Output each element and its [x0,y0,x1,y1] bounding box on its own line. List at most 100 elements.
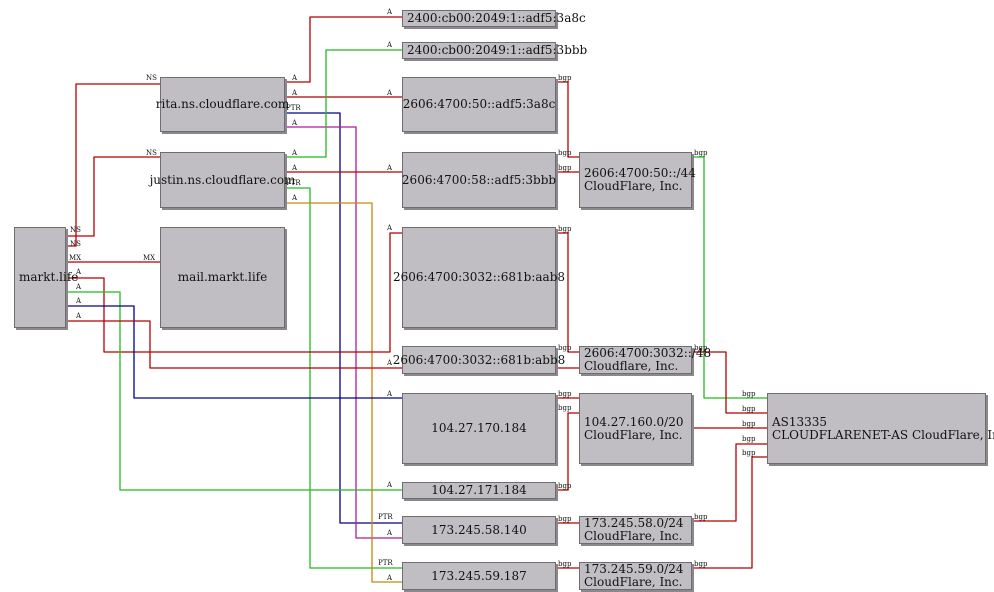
edge-bgp-170-net-label-0: bgp [558,390,572,398]
node-label: 173.245.59.187 [431,568,527,583]
edge-bgp-net58-asn [692,443,767,522]
edge-justin-a-3bbb-top [285,49,402,158]
edge-bgp-net50-asn [692,156,767,399]
edge-justin-ptr [285,187,402,569]
edge-rita-ptr-label-1: PTR [378,513,393,521]
edge-justin-a-3bbb-top-label-0: A [291,149,298,157]
edge-bgp-net59-asn [692,456,767,569]
edge-bgp-50-net-label-1: bgp [558,149,572,157]
asn-number: AS13335 [772,414,828,429]
edge-justin-ptr-label-0: PTR [286,179,301,187]
edge-justin-a-2606-58-label-0: A [291,164,298,172]
edge-bgp-net50-asn-label-0: bgp [694,149,708,157]
node-markt-life[interactable]: markt.life [14,227,78,328]
edge-rita-ptr [285,112,402,524]
edge-markt-a-170-label-1: A [386,390,393,398]
node-ipv6-2606-50[interactable]: 2606:4700:50::adf5:3a8c [402,77,556,132]
node-ipv4-104-171[interactable]: 104.27.171.184 [402,482,556,499]
net-owner: CloudFlare, Inc. [584,575,683,589]
node-label: markt.life [19,270,79,284]
edge-justin-a-2606-58-label-1: A [386,164,393,172]
node-mail[interactable]: mail.markt.life [160,227,285,328]
edge-bgp-58-net-label-0: bgp [558,164,572,172]
edge-justin-a-173-59-label-0: A [291,194,298,202]
net-prefix: 2606:4700:3032::/48 [584,346,712,360]
node-label: 173.245.58.140 [431,522,527,537]
net-prefix: 2606:4700:50::/44 [584,166,696,180]
edge-bgp-50-net-label-0: bgp [558,74,572,82]
node-label: 2400:cb00:2049:1::adf5:3bbb [407,43,588,57]
edge-markt-a-abb8-label-1: A [386,359,393,367]
edge-bgp-171-net [556,412,579,491]
edge-bgp-net104-asn-label-0: bgp [742,420,756,428]
edge-bgp-170-net-label-1: bgp [558,404,572,412]
node-label: 2606:4700:58::adf5:3bbb [401,172,557,187]
net-prefix: 104.27.160.0/20 [584,414,684,429]
edge-rita-a-3a8c-top-label-0: A [291,74,298,82]
edge-ns-rita-label-1: NS [146,74,157,82]
asn-owner: CLOUDFLARENET-AS CloudFlare, Inc. [772,427,994,442]
edge-markt-a-aab8-label-0: A [75,268,82,276]
edge-bgp-net59-asn-label-0: bgp [694,560,708,568]
node-label: 2606:4700:50::adf5:3a8c [402,97,556,111]
node-label: mail.markt.life [177,270,268,284]
edge-markt-a-171-label-1: A [386,481,393,489]
edge-ns-rita-label-0: NS [70,226,81,234]
node-ipv4-173-59[interactable]: 173.245.59.187 [402,562,556,590]
node-label: 104.27.170.184 [431,421,527,435]
edge-markt-a-170-label-0: A [75,297,82,305]
node-ipv6-2400-3a8c[interactable]: 2400:cb00:2049:1::adf5:3a8c [402,10,586,27]
net-owner: Cloudflare, Inc. [584,359,679,373]
edge-rita-a-173-58 [285,126,402,539]
edge-markt-a-aab8-label-1: A [386,224,393,232]
edge-bgp-net3032-asn-label-0: bgp [694,344,708,352]
node-label: 2606:4700:3032::681b:aab8 [392,270,566,284]
node-label: 2400:cb00:2049:1::adf5:3a8c [407,11,586,25]
node-ipv6-2606-58[interactable]: 2606:4700:58::adf5:3bbb [402,152,556,208]
node-rita-ns[interactable]: rita.ns.cloudflare.com [156,77,289,132]
edge-mx-mail-label-0: MX [69,254,81,262]
node-ipv6-2400-3bbb[interactable]: 2400:cb00:2049:1::adf5:3bbb [402,42,587,59]
node-ipv6-3032-aab8[interactable]: 2606:4700:3032::681b:aab8 [393,227,565,328]
edge-bgp-173-58-net-label-0: bgp [558,515,572,523]
net-owner: CloudFlare, Inc. [584,179,683,193]
edge-bgp-aab8-net-label-1: bgp [558,344,572,352]
edge-bgp-aab8-net-label-0: bgp [558,225,572,233]
edge-rita-a-2606-50-label-0: A [291,89,298,97]
net-prefix: 173.245.59.0/24 [584,562,684,576]
edge-ns-justin-label-0: NS [70,240,81,248]
edge-bgp-net59-asn-label-1: bgp [742,449,756,457]
edge-bgp-net58-asn-label-1: bgp [742,435,756,443]
edge-markt-a-171 [66,291,402,491]
edge-bgp-net3032-asn-label-1: bgp [742,405,756,413]
edge-rita-a-173-58-label-0: A [291,119,298,127]
edge-mx-mail-label-1: MX [143,254,155,262]
edge-bgp-173-59-net-label-0: bgp [558,560,572,568]
edge-bgp-net50-asn-label-1: bgp [742,390,756,398]
edge-justin-a-173-59-label-1: A [386,574,393,582]
edge-bgp-net3032-asn [692,351,767,414]
edge-bgp-171-net-label-0: bgp [558,482,572,490]
net-owner: CloudFlare, Inc. [584,529,683,543]
edge-rita-ptr-label-0: PTR [286,104,301,112]
edge-justin-ptr-label-1: PTR [378,559,393,567]
node-ipv4-173-58[interactable]: 173.245.58.140 [402,516,556,544]
node-justin-ns[interactable]: justin.ns.cloudflare.com [150,152,295,208]
node-ipv6-3032-abb8[interactable]: 2606:4700:3032::681b:abb8 [393,346,565,374]
node-label: 2606:4700:3032::681b:abb8 [392,352,566,367]
node-label: rita.ns.cloudflare.com [155,97,290,111]
edge-markt-a-171-label-0: A [75,283,82,291]
edge-bgp-net58-asn-label-0: bgp [694,513,708,521]
node-ipv4-104-170[interactable]: 104.27.170.184 [402,393,556,464]
edge-rita-a-3a8c-top-label-1: A [386,8,393,16]
edge-rita-a-2606-50-label-1: A [386,89,393,97]
edge-bgp-50-net [556,81,579,158]
